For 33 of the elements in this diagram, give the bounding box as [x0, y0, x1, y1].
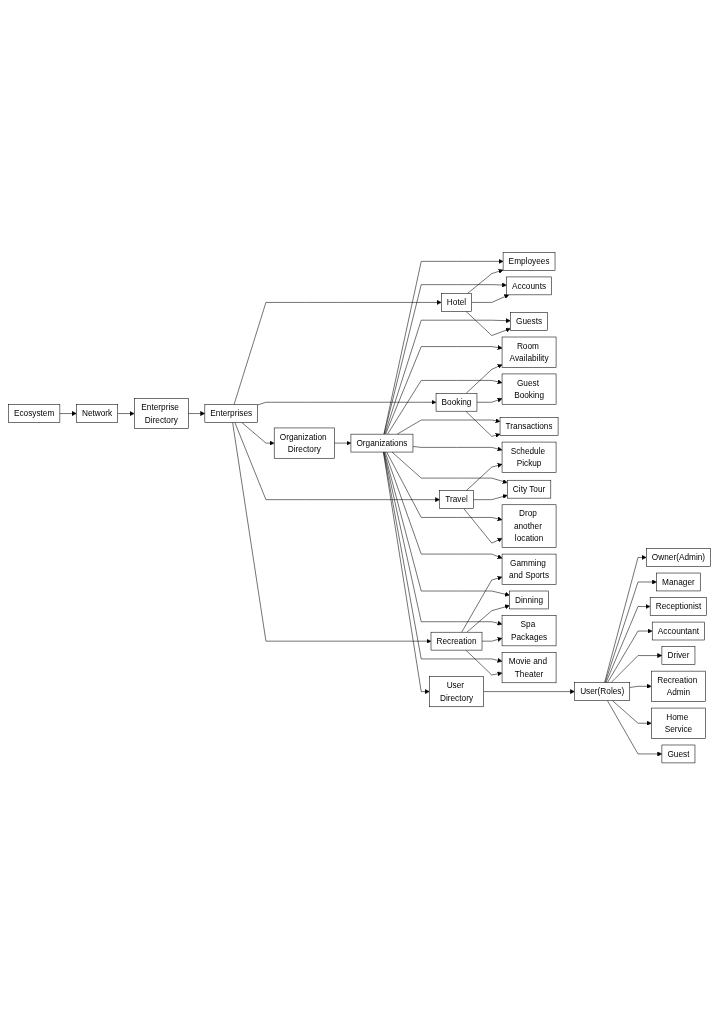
node-box: City Tour	[507, 479, 552, 499]
node-box: Accountant	[651, 621, 705, 641]
node-box: Guest Booking	[501, 373, 557, 405]
node-box: Receptionist	[649, 597, 707, 616]
node-box: Organizations	[350, 433, 414, 453]
node-box: Gamming and Sports	[501, 553, 557, 585]
node-box: Ecosystem	[8, 404, 61, 423]
node-box: Organization Directory	[273, 427, 335, 459]
node-box: Network	[76, 404, 118, 423]
node-box: User(Roles)	[574, 682, 630, 701]
node-box: Recreation	[430, 631, 483, 651]
node-box: User Directory	[429, 676, 484, 707]
node-box: Enterprise Directory	[134, 397, 189, 429]
node-box: Hotel	[441, 293, 472, 312]
node-box: Employees	[502, 251, 556, 271]
node-box: Owner(Admin)	[646, 548, 711, 567]
node-box: Guests	[510, 312, 548, 331]
node-box: Home Service	[651, 707, 706, 739]
node-box: Room Availability	[501, 336, 557, 368]
node-box: Movie and Theater	[501, 652, 557, 683]
node-box: Guest	[661, 744, 696, 764]
node-box: Accounts	[506, 276, 552, 295]
node-box: Driver	[661, 646, 696, 665]
node-box: Dinning	[509, 590, 549, 610]
node-box: Drop another location	[501, 504, 557, 548]
node-box: Booking	[435, 392, 478, 412]
node-box: Enterprises	[204, 404, 258, 423]
node-box: Schedule Pickup	[501, 441, 557, 473]
node-box: Travel	[439, 490, 474, 509]
node-box: Transactions	[499, 417, 559, 436]
node-box: Spa Packages	[501, 615, 557, 646]
node-box: Manager	[656, 572, 701, 592]
node-box: Recreation Admin	[651, 670, 706, 702]
